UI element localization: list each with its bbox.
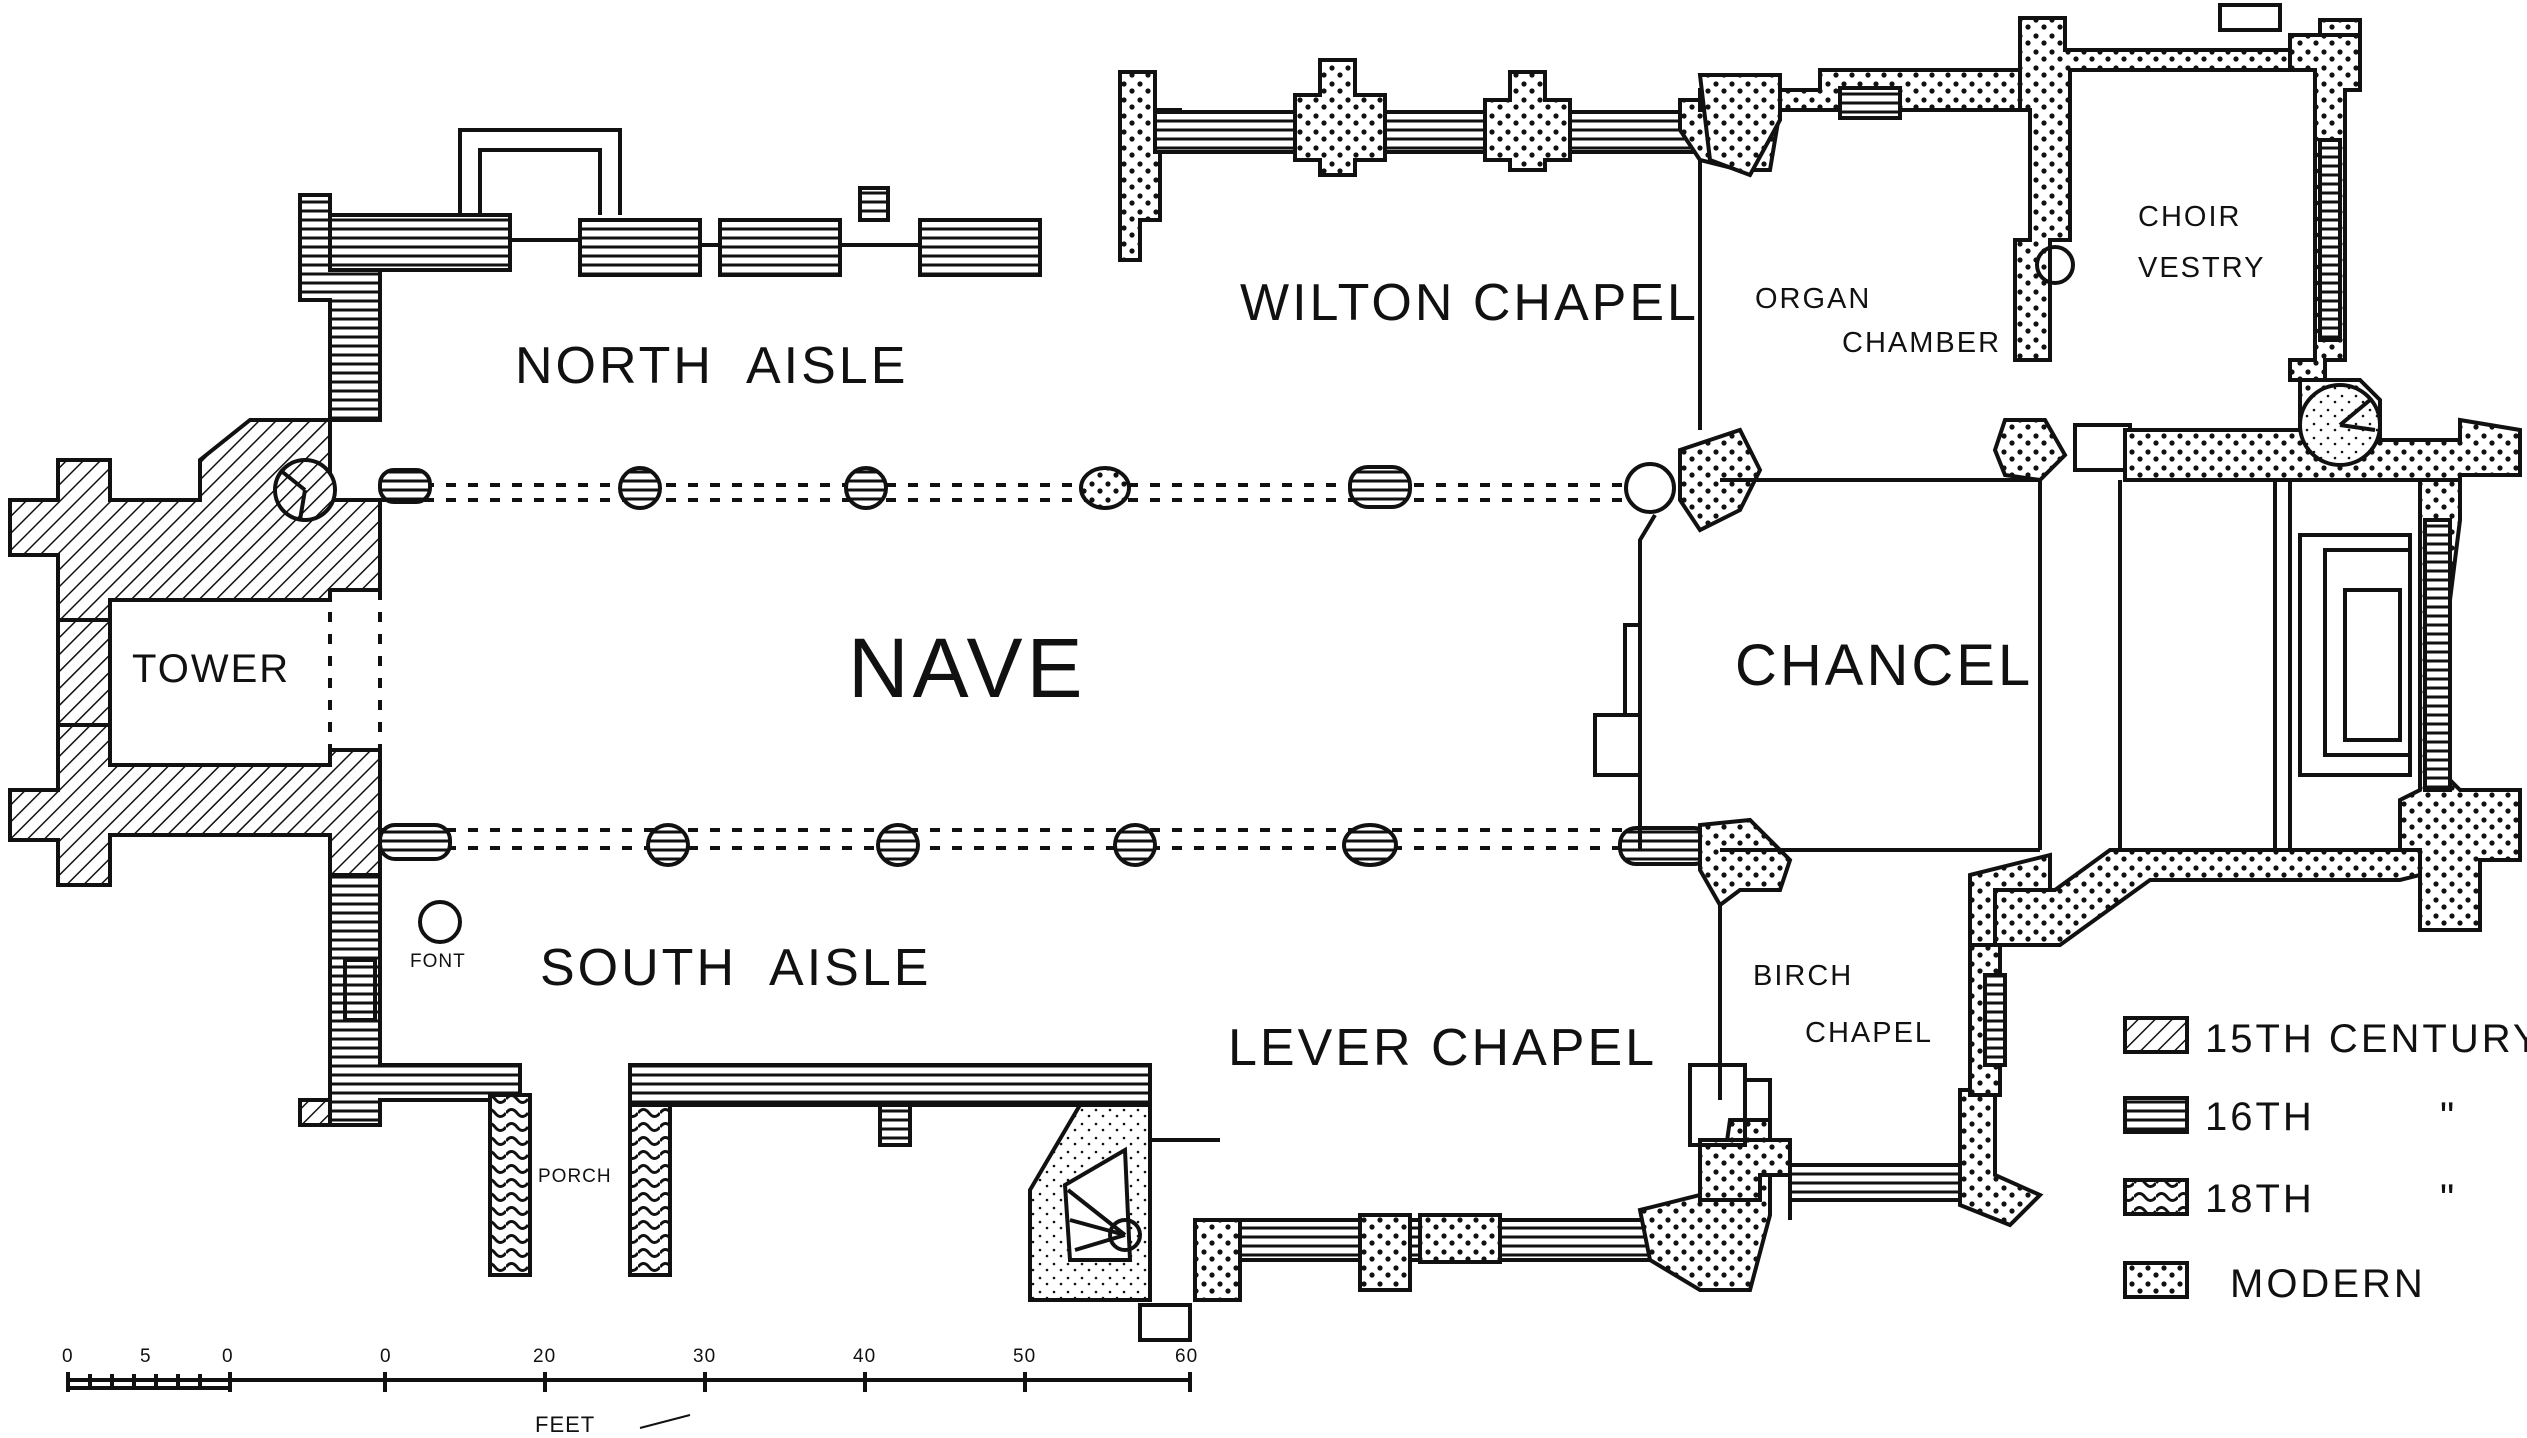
- legend-swatch-15th: [2123, 1016, 2189, 1054]
- label-choir-vestry-2: VESTRY: [2138, 252, 2266, 284]
- lever-chapel-walls: [1193, 905, 1792, 1302]
- south-arcade: [378, 817, 1793, 908]
- scale-tick-50: 50: [1013, 1346, 1036, 1367]
- legend-swatch-18th: [2123, 1178, 2189, 1216]
- scale-tick-30: 30: [693, 1346, 716, 1367]
- label-wilton-chapel: WILTON CHAPEL: [1240, 274, 1699, 332]
- south-aisle-walls: [298, 873, 1220, 1277]
- scale-bar: 0 5 0 0 20 30 40 50 60 FEET: [62, 1346, 1198, 1437]
- legend: 15TH CENTURY 16TH " 18TH " MODERN: [2123, 1016, 2527, 1306]
- stair-turret-south: [1028, 1103, 1192, 1342]
- legend-swatch-modern: [2123, 1261, 2189, 1299]
- legend-label-modern: MODERN: [2230, 1262, 2426, 1306]
- label-organ-chamber-1: ORGAN: [1755, 283, 1871, 315]
- label-birch-chapel-2: CHAPEL: [1805, 1017, 1933, 1049]
- label-porch: PORCH: [538, 1166, 612, 1187]
- legend-ditto-18th: ": [2440, 1177, 2457, 1221]
- label-nave: NAVE: [848, 621, 1087, 715]
- east-end-walls: [1992, 378, 2522, 947]
- legend-label-15th: 15TH CENTURY: [2205, 1017, 2527, 1061]
- scale-tick-20: 20: [533, 1346, 556, 1367]
- label-lever-chapel: LEVER CHAPEL: [1228, 1019, 1657, 1077]
- north-aisle-walls: [298, 128, 1042, 422]
- plan-walls: [8, 3, 2522, 1342]
- label-organ-chamber-2: CHAMBER: [1842, 327, 2001, 359]
- north-arcade: [378, 427, 1763, 533]
- label-birch-chapel-1: BIRCH: [1753, 960, 1853, 992]
- legend-label-16th: 16TH: [2205, 1095, 2315, 1139]
- chancel-walls: [1593, 478, 2042, 852]
- scale-tick-60: 60: [1175, 1346, 1198, 1367]
- label-chancel: CHANCEL: [1735, 633, 2033, 698]
- scale-tick-0b: 0: [380, 1346, 392, 1367]
- label-south-aisle: SOUTH AISLE: [540, 939, 931, 997]
- vestry-walls: [1697, 3, 2362, 382]
- legend-ditto-16th: ": [2440, 1095, 2457, 1139]
- label-choir-vestry-1: CHOIR: [2138, 201, 2241, 233]
- room-labels: NORTH AISLE WILTON CHAPEL ORGAN CHAMBER …: [132, 201, 2266, 1187]
- label-north-aisle: NORTH AISLE: [515, 337, 908, 395]
- legend-label-18th: 18TH: [2205, 1177, 2315, 1221]
- birch-chapel-walls: [1788, 852, 2052, 1228]
- scale-tick-5: 5: [140, 1346, 152, 1367]
- label-font: FONT: [410, 951, 466, 972]
- scale-tick-10: 0: [222, 1346, 234, 1367]
- tower-arch: [273, 458, 382, 765]
- scale-unit: FEET: [535, 1412, 595, 1437]
- scale-tick-40: 40: [853, 1346, 876, 1367]
- label-tower: TOWER: [132, 647, 290, 691]
- wilton-chapel-walls: [1118, 58, 1782, 430]
- scale-tick-0: 0: [62, 1346, 74, 1367]
- legend-swatch-16th: [2123, 1096, 2189, 1134]
